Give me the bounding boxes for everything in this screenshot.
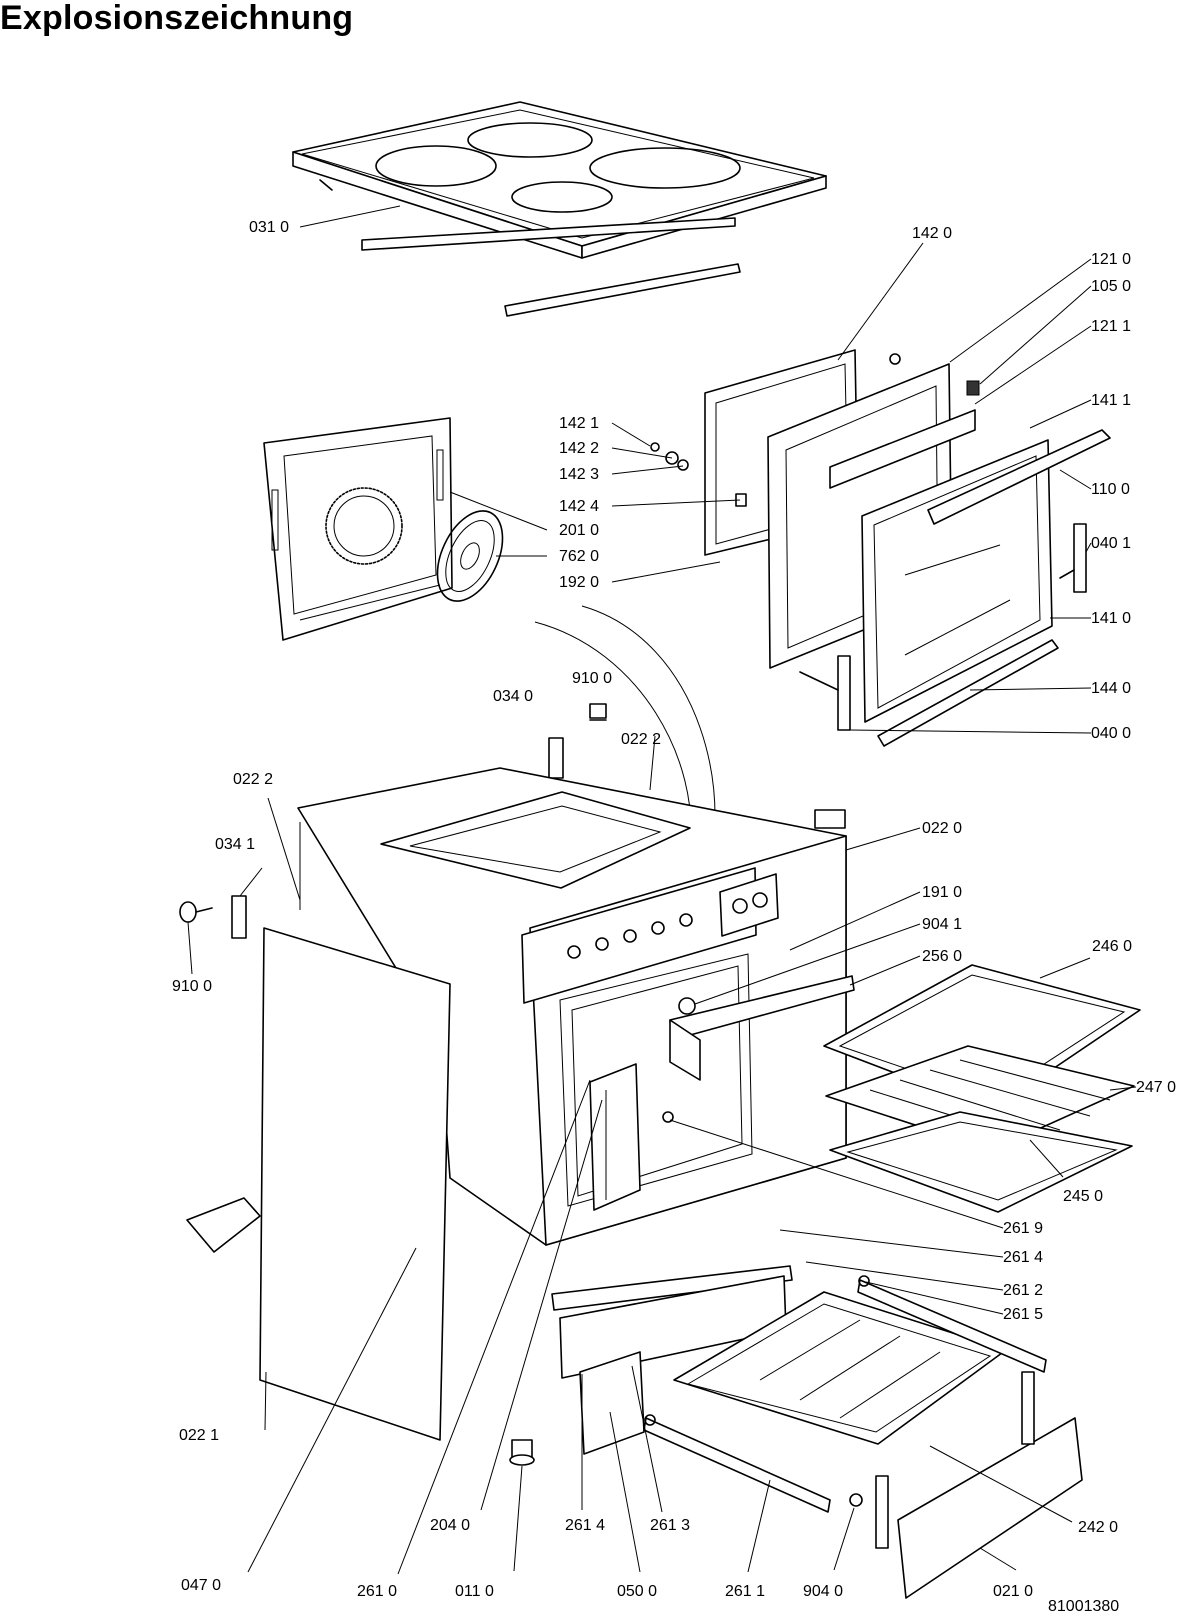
door-handle-part [927, 429, 1111, 525]
label-245-0: 245 0 [1063, 1188, 1103, 1205]
label-192-0: 192 0 [559, 574, 599, 591]
label-762-0: 762 0 [559, 548, 599, 565]
control-panel-bracket-part [521, 867, 779, 1004]
drawer-runner-right-part [857, 1275, 1047, 1373]
label-142-4: 142 4 [559, 498, 599, 515]
oven-back-panel-part [263, 417, 453, 641]
door-outer-glass-part [861, 439, 1053, 723]
label-144-0: 144 0 [1091, 680, 1131, 697]
label-011-0: 011 0 [455, 1583, 494, 1600]
label-904-1: 904 1 [922, 916, 962, 933]
label-201-0: 201 0 [559, 522, 599, 539]
label-040-1: 040 1 [1091, 535, 1131, 552]
label-022-1: 022 1 [179, 1427, 219, 1444]
label-261-5: 261 5 [1003, 1306, 1043, 1323]
label-141-1: 141 1 [1091, 392, 1131, 409]
label-904-0: 904 0 [803, 1583, 843, 1600]
door-small-parts [650, 353, 980, 507]
lamp-bracket-part [669, 975, 855, 1081]
bracket-034-0-part [548, 737, 564, 779]
document-number: 81001380 [1048, 1598, 1120, 1615]
label-050-0: 050 0 [617, 1583, 657, 1600]
door-hinge-right-part [1059, 523, 1087, 593]
drip-tray-245-part [829, 1111, 1133, 1213]
label-022-0: 022 0 [922, 820, 962, 837]
label-246-0: 246 0 [1092, 938, 1132, 955]
label-256-0: 256 0 [922, 948, 962, 965]
hob-top-part [292, 101, 827, 317]
door-bottom-strip-part [877, 639, 1059, 747]
label-110-0: 110 0 [1091, 481, 1130, 498]
label-121-0: 121 0 [1091, 251, 1131, 268]
screw-910-left-part [179, 901, 213, 923]
part-labels: 031 0 142 0 121 0 105 0 121 1 141 1 110 … [172, 219, 1176, 1600]
label-022-2-right: 022 2 [621, 731, 661, 748]
label-121-1: 121 1 [1091, 318, 1131, 335]
door-hinge-left-part [799, 655, 851, 731]
label-034-1: 034 1 [215, 836, 255, 853]
label-261-0: 261 0 [357, 1583, 397, 1600]
drawer-front-part [897, 1417, 1083, 1599]
label-204-0: 204 0 [430, 1517, 470, 1534]
label-261-1: 261 1 [725, 1583, 765, 1600]
bracket-034-1-part [231, 895, 247, 939]
label-142-1: 142 1 [559, 415, 599, 432]
leader-lines [187, 205, 1137, 1575]
label-910-0-left: 910 0 [172, 978, 212, 995]
label-141-0: 141 0 [1091, 610, 1131, 627]
side-rack-left-part [589, 1063, 674, 1211]
foot-011-part [509, 1439, 535, 1466]
label-142-2: 142 2 [559, 440, 599, 457]
label-031-0: 031 0 [249, 219, 289, 236]
label-242-0: 242 0 [1078, 1519, 1118, 1536]
label-142-0: 142 0 [912, 225, 952, 242]
label-261-2: 261 2 [1003, 1282, 1043, 1299]
drawer-runner-left-part [643, 1414, 831, 1513]
page-title: Explosionszeichnung [0, 0, 354, 37]
label-022-2-left: 022 2 [233, 771, 273, 788]
vent-cover-part [186, 1197, 261, 1253]
label-040-0: 040 0 [1091, 725, 1131, 742]
screw-910-top-part [589, 703, 607, 721]
label-034-0: 034 0 [493, 688, 533, 705]
label-191-0: 191 0 [922, 884, 962, 901]
drawer-frame-part [551, 1265, 793, 1379]
label-261-4-right: 261 4 [1003, 1249, 1043, 1266]
fan-wheel-part [436, 510, 504, 602]
drawer-side-bracket-part [875, 1371, 1035, 1549]
label-261-4-left: 261 4 [565, 1517, 605, 1534]
label-142-3: 142 3 [559, 466, 599, 483]
label-021-0: 021 0 [993, 1583, 1033, 1600]
screw-904-0-part [849, 1493, 863, 1507]
drawer-lower-panel-part [579, 1351, 645, 1455]
label-261-3: 261 3 [650, 1517, 690, 1534]
label-247-0: 247 0 [1136, 1079, 1176, 1096]
label-047-0: 047 0 [181, 1577, 221, 1594]
label-261-9: 261 9 [1003, 1220, 1043, 1237]
label-910-0-top: 910 0 [572, 670, 612, 687]
label-105-0: 105 0 [1091, 278, 1131, 295]
